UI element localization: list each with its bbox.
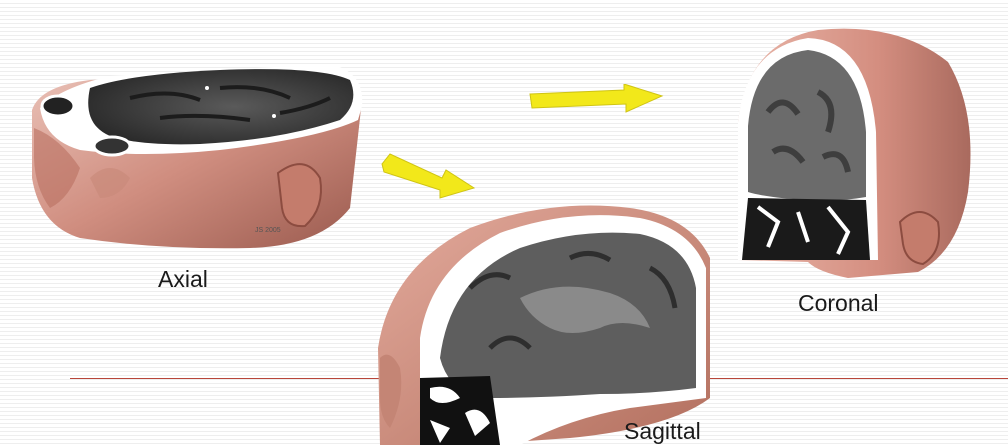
coronal-head-image: [728, 22, 980, 278]
arrow-down-right-icon: [380, 152, 476, 200]
axial-head-image: JS 2005: [20, 58, 370, 250]
arrow-right-icon: [528, 84, 664, 114]
sagittal-head-image: [370, 198, 720, 445]
label-axial: Axial: [158, 266, 208, 293]
watermark-text: JS 2005: [255, 227, 281, 234]
label-sagittal: Sagittal: [624, 418, 701, 445]
label-coronal: Coronal: [798, 290, 879, 317]
